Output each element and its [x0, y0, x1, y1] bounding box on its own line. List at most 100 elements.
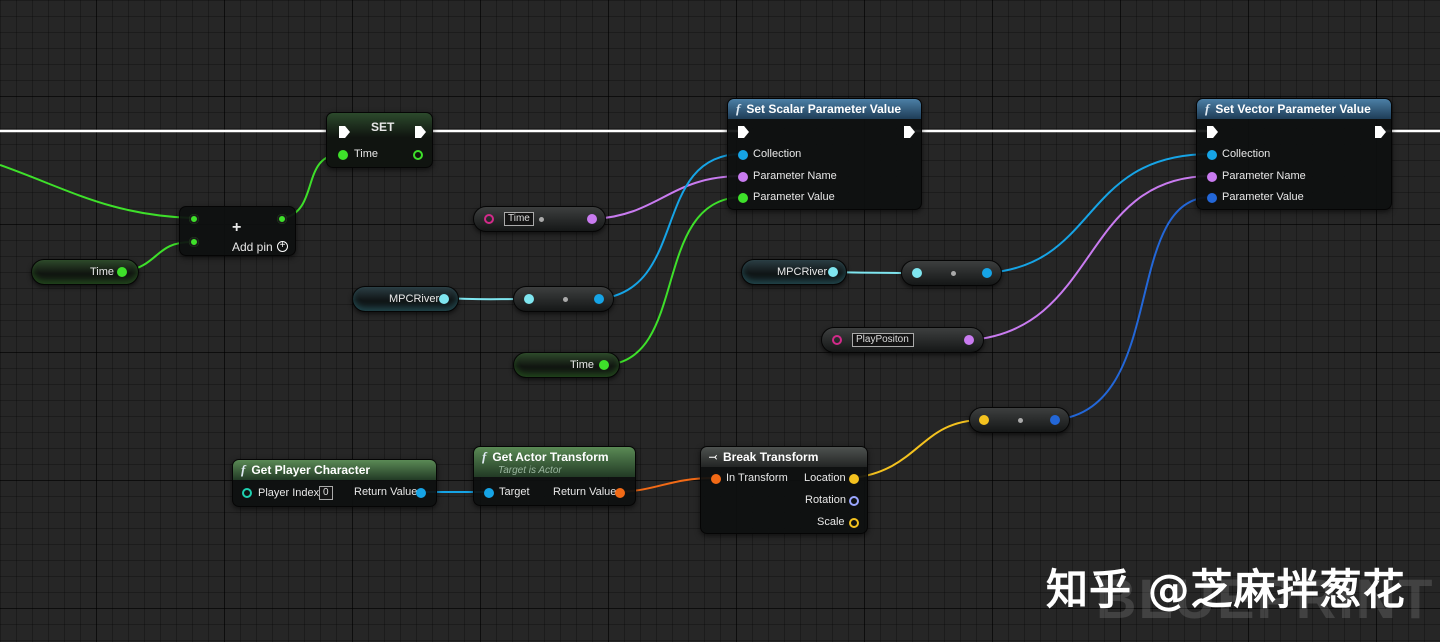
- scalar-param-value-pin[interactable]: [738, 193, 748, 203]
- set-vector-header: f Set Vector Parameter Value: [1197, 99, 1391, 119]
- convert-vector-color-node[interactable]: [969, 407, 1070, 433]
- vector-param-value-label: Parameter Value: [1222, 191, 1304, 203]
- add-float-node[interactable]: + Add pin +: [179, 206, 296, 256]
- add-pin-icon[interactable]: +: [277, 241, 288, 252]
- set-vector-title: Set Vector Parameter Value: [1215, 102, 1371, 116]
- transform-target-label: Target: [499, 486, 530, 498]
- name-literal-input-pin[interactable]: [484, 214, 494, 224]
- mpc-river-getter-1[interactable]: MPCRiver: [352, 286, 459, 312]
- convert2-input-pin[interactable]: [912, 268, 922, 278]
- collection-wire-convert2-to-vector: [986, 153, 1212, 274]
- player-return-label: Return Value: [354, 486, 418, 498]
- mpc-river-getter-2[interactable]: MPCRiver: [741, 259, 847, 285]
- vector-wire-location-to-convert: [852, 419, 984, 479]
- scalar-collection-label: Collection: [753, 148, 802, 160]
- add-output-pin[interactable]: [277, 214, 287, 224]
- time-input-pin[interactable]: [338, 150, 348, 160]
- player-index-field[interactable]: 0: [319, 486, 333, 500]
- break-in-pin[interactable]: [711, 474, 721, 484]
- time-getter-label-2: Time: [570, 359, 595, 371]
- collection-wire-convert1-to-scalar: [598, 153, 743, 300]
- set-vector-parameter-node[interactable]: f Set Vector Parameter Value Collection …: [1196, 98, 1392, 210]
- name-literal-output-pin[interactable]: [587, 214, 597, 224]
- convert1-output-pin[interactable]: [594, 294, 604, 304]
- time-getter-node[interactable]: Time: [31, 259, 139, 285]
- function-icon: f: [482, 448, 487, 464]
- convert-collection-node-2[interactable]: [901, 260, 1002, 286]
- convert3-input-pin[interactable]: [979, 415, 989, 425]
- scalar-param-name-pin[interactable]: [738, 172, 748, 182]
- time-output-pin[interactable]: [413, 150, 423, 160]
- scalar-exec-out-pin[interactable]: [904, 126, 915, 138]
- get-player-character-node[interactable]: f Get Player Character Player Index 0 Re…: [232, 459, 437, 507]
- get-player-header: f Get Player Character: [233, 460, 436, 480]
- convert3-output-pin[interactable]: [1050, 415, 1060, 425]
- get-transform-title: Get Actor Transform: [492, 449, 609, 464]
- transform-return-pin[interactable]: [615, 488, 625, 498]
- break-transform-header: ⤙ Break Transform: [701, 447, 867, 467]
- add-input-b-pin[interactable]: [189, 237, 199, 247]
- function-icon: f: [1205, 101, 1210, 116]
- time-getter-output-pin-2[interactable]: [599, 360, 609, 370]
- playpos-field[interactable]: PlayPositon: [852, 333, 914, 347]
- blueprint-watermark: BLUEPRINT: [1096, 567, 1435, 630]
- set-scalar-header: f Set Scalar Parameter Value: [728, 99, 921, 119]
- scalar-exec-in-pin[interactable]: [738, 126, 749, 138]
- player-return-pin[interactable]: [416, 488, 426, 498]
- convert1-dot: [563, 297, 568, 302]
- vector-exec-out-pin[interactable]: [1375, 126, 1386, 138]
- transform-target-pin[interactable]: [484, 488, 494, 498]
- player-index-pin[interactable]: [242, 488, 252, 498]
- add-pin-label[interactable]: Add pin: [232, 240, 273, 254]
- convert-collection-node-1[interactable]: [513, 286, 614, 312]
- scalar-param-value-label: Parameter Value: [753, 191, 835, 203]
- convert1-input-pin[interactable]: [524, 294, 534, 304]
- vector-param-name-label: Parameter Name: [1222, 170, 1306, 182]
- set-time-label: Time: [354, 148, 379, 160]
- break-rotation-pin[interactable]: [849, 496, 859, 506]
- add-input-a-pin[interactable]: [189, 214, 199, 224]
- name-literal-time-node[interactable]: Time: [473, 206, 606, 232]
- vector-param-value-pin[interactable]: [1207, 193, 1217, 203]
- set-scalar-title: Set Scalar Parameter Value: [746, 102, 902, 116]
- function-icon: f: [241, 462, 246, 477]
- name-literal-field[interactable]: Time: [504, 212, 534, 226]
- scalar-param-name-label: Parameter Name: [753, 170, 837, 182]
- float-wire-time-to-scalar: [605, 196, 743, 366]
- convert2-output-pin[interactable]: [982, 268, 992, 278]
- time-getter-output-pin[interactable]: [117, 267, 127, 277]
- mpc-river-label-1: MPCRiver: [389, 293, 440, 305]
- add-plus-icon: +: [232, 219, 242, 236]
- set-title: SET: [371, 120, 395, 134]
- color-wire-convert3-to-vector: [1053, 196, 1212, 421]
- float-wire-in-to-add: [0, 164, 193, 219]
- mpc-river-output-pin-1[interactable]: [439, 294, 449, 304]
- break-scale-pin[interactable]: [849, 518, 859, 528]
- scalar-collection-pin[interactable]: [738, 150, 748, 160]
- convert2-dot: [951, 271, 956, 276]
- vector-exec-in-pin[interactable]: [1207, 126, 1218, 138]
- vector-collection-pin[interactable]: [1207, 150, 1217, 160]
- set-scalar-parameter-node[interactable]: f Set Scalar Parameter Value Collection …: [727, 98, 922, 210]
- time-getter-node-2[interactable]: Time: [513, 352, 620, 378]
- name-literal-dot: [539, 217, 544, 222]
- exec-in-pin[interactable]: [339, 126, 350, 138]
- break-scale-label: Scale: [817, 516, 845, 528]
- break-location-pin[interactable]: [849, 474, 859, 484]
- playpos-output-pin[interactable]: [964, 335, 974, 345]
- vector-param-name-pin[interactable]: [1207, 172, 1217, 182]
- set-node[interactable]: SET Time: [326, 112, 433, 168]
- exec-out-pin[interactable]: [415, 126, 426, 138]
- break-location-label: Location: [804, 472, 846, 484]
- player-index-label: Player Index: [258, 487, 320, 499]
- playpos-input-pin[interactable]: [832, 335, 842, 345]
- break-transform-node[interactable]: ⤙ Break Transform In Transform Location …: [700, 446, 868, 534]
- mpc-river-output-pin-2[interactable]: [828, 267, 838, 277]
- transform-return-label: Return Value: [553, 486, 617, 498]
- break-icon: ⤙: [709, 451, 717, 463]
- name-literal-playposition-node[interactable]: PlayPositon: [821, 327, 984, 353]
- name-wire-playpos-to-vector: [969, 175, 1212, 341]
- break-rotation-label: Rotation: [805, 494, 846, 506]
- get-actor-transform-node[interactable]: f Get Actor Transform Target is Actor Ta…: [473, 446, 636, 506]
